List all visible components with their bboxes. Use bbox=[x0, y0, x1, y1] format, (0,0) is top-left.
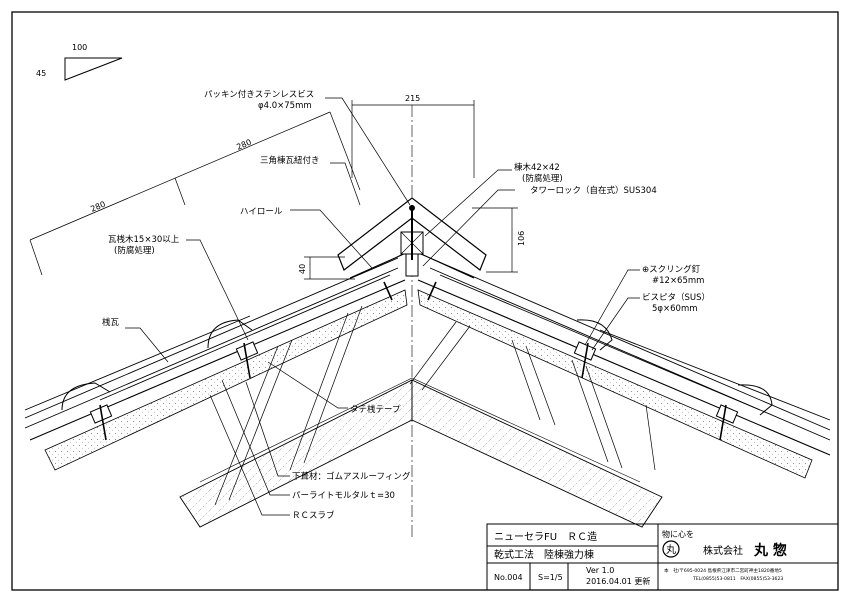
label-tate-tape: タテ桟テープ bbox=[350, 404, 401, 415]
tb-contact: TEL(0855)53-0811 FAX(0855)53-3623 bbox=[692, 576, 783, 582]
perlite-mortar-left bbox=[44, 289, 408, 471]
company-logo bbox=[662, 540, 680, 558]
slope-rise-text: 45 bbox=[36, 69, 46, 78]
dim-ridge-height: 106 bbox=[517, 231, 526, 246]
dim-top-width: 215 bbox=[405, 94, 420, 103]
perlite-mortar-right bbox=[417, 289, 813, 479]
label-batten-note: (防腐処理) bbox=[114, 245, 155, 256]
tb-product: ニューセラFU ＲＣ造 bbox=[494, 530, 597, 543]
tb-logo-char: 丸 bbox=[666, 543, 676, 556]
label-hi-roll: ハイロール bbox=[240, 207, 283, 217]
label-packing-screw-spec: φ4.0×75mm bbox=[258, 101, 312, 111]
tb-tagline: 物に心を bbox=[662, 529, 694, 539]
dim-rafter-lower: 280 bbox=[89, 200, 107, 214]
label-ridge-wood: 棟木42×42 bbox=[514, 162, 560, 173]
label-batten: 瓦桟木15×30以上 bbox=[108, 234, 180, 245]
roof-structure bbox=[24, 105, 831, 540]
slab-ribs-left bbox=[214, 305, 363, 506]
label-bispita-spec: 5φ×60mm bbox=[652, 304, 698, 314]
slab-ribs-right bbox=[409, 321, 656, 471]
tb-company-prefix: 株式会社 bbox=[703, 544, 743, 557]
slope-indicator: 100 45 bbox=[36, 43, 123, 81]
tb-version: Ver 1.0 bbox=[586, 566, 614, 575]
dimensions bbox=[29, 100, 518, 280]
dim-left-height: 40 bbox=[298, 264, 307, 274]
rc-slab-inner-line bbox=[199, 377, 641, 483]
drawing-frame bbox=[11, 11, 839, 591]
label-packing-screw: パッキン付きステンレスビス bbox=[204, 89, 314, 100]
label-bispita: ビスピタ（SUS） bbox=[642, 292, 710, 303]
underlay-right bbox=[417, 279, 831, 456]
roof-tiles-right bbox=[429, 257, 831, 441]
tb-number: No.004 bbox=[494, 573, 523, 582]
tb-date: 2016.04.01 更新 bbox=[586, 576, 650, 586]
tile-noses bbox=[61, 319, 773, 416]
roof-tiles-left bbox=[24, 257, 399, 429]
tb-address: 本 社/〒695-0024 島根県江津市二宮町神主1820番地5 bbox=[664, 567, 782, 574]
label-ridge-tile: 桟瓦 bbox=[102, 317, 120, 328]
label-ridge-wood-note: (防腐処理) bbox=[522, 173, 563, 184]
tb-scale: S=1/5 bbox=[538, 573, 563, 582]
title-block bbox=[486, 523, 839, 591]
label-ring-nail-spec: #12×65mm bbox=[652, 276, 704, 286]
label-ring-nail: ⊕スクリング釘 bbox=[642, 264, 701, 275]
label-perlite: パーライトモルタルｔ=30 bbox=[292, 491, 395, 501]
callout-labels: パッキン付きステンレスビス φ4.0×75mm 三角棟瓦紐付き ハイロール 瓦桟… bbox=[102, 89, 710, 521]
label-underlay: 下葺材：ゴムアスルーフィング bbox=[292, 471, 411, 482]
tb-company-name: 丸 惣 bbox=[753, 542, 787, 559]
label-tower-lock: タワーロック（自在式）SUS304 bbox=[530, 185, 657, 196]
tb-method: 乾式工法 陸棟強力棟 bbox=[494, 548, 594, 561]
label-triangle-tile: 三角棟瓦紐付き bbox=[260, 155, 320, 166]
slope-run-text: 100 bbox=[72, 43, 87, 52]
leader-lines bbox=[125, 97, 640, 516]
label-rc-slab: ＲＣスラブ bbox=[292, 510, 335, 521]
nails bbox=[99, 281, 727, 441]
dim-rafter-upper: 280 bbox=[235, 138, 253, 152]
rc-slab-right bbox=[411, 379, 663, 528]
